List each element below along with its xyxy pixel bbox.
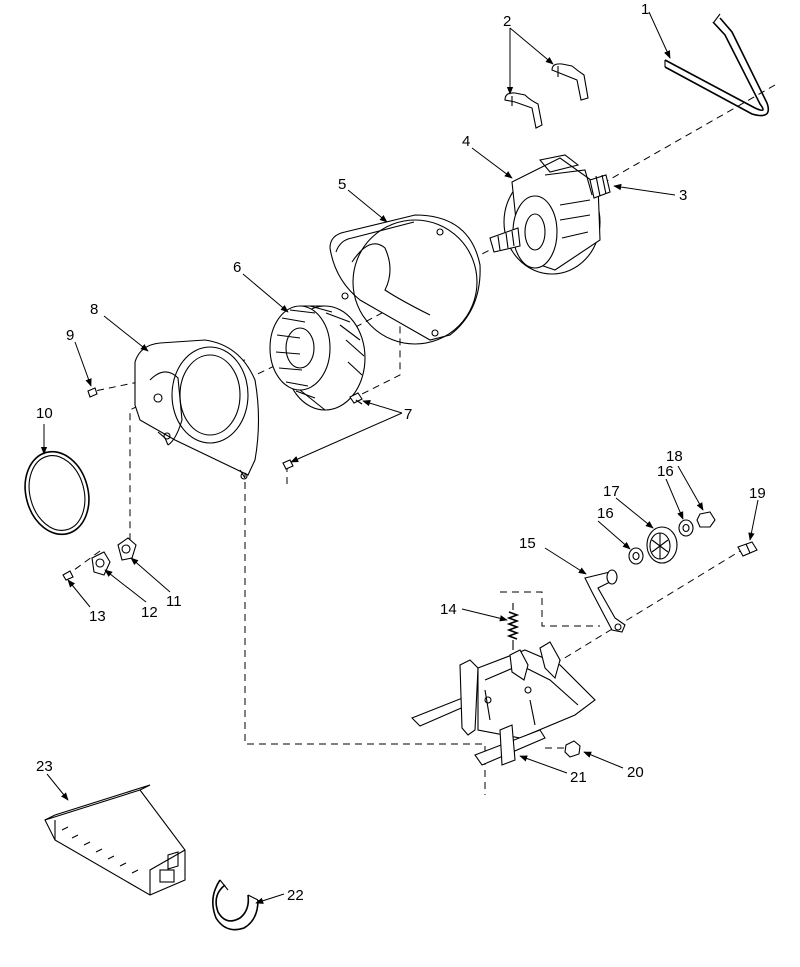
- blower-wheel: [269, 305, 366, 411]
- callout-19: 19: [749, 485, 766, 502]
- callout-11: 11: [166, 593, 182, 610]
- callout-5: 5: [338, 176, 346, 193]
- thermostat-parts: [91, 537, 137, 576]
- callout-6: 6: [233, 259, 241, 276]
- callout-14: 14: [440, 601, 457, 618]
- drive-motor: [489, 154, 611, 275]
- callout-18: 18: [666, 448, 683, 465]
- terminal-block: [44, 784, 186, 896]
- callout-3: 3: [679, 187, 687, 204]
- drive-belt: [664, 13, 770, 117]
- callout-15: 15: [519, 535, 536, 552]
- callout-22: 22: [287, 887, 304, 904]
- callout-13: 13: [89, 608, 106, 625]
- callout-16-left: 16: [597, 505, 614, 522]
- idler-arm: [584, 569, 626, 633]
- callout-2: 2: [503, 13, 511, 30]
- callout-10: 10: [36, 405, 53, 422]
- callout-20: 20: [627, 764, 644, 781]
- blower-housing: [329, 214, 481, 345]
- callout-21: 21: [570, 769, 587, 786]
- callout-4: 4: [462, 133, 470, 150]
- leader-lines: [40, 11, 759, 904]
- idler-spring: [506, 603, 520, 650]
- motor-clips: [504, 63, 589, 129]
- idler-hardware: [564, 511, 758, 758]
- callout-8: 8: [90, 301, 98, 318]
- hose-clamp: [212, 879, 259, 931]
- motor-mount: [411, 641, 596, 766]
- callout-16-right: 16: [657, 463, 674, 480]
- callout-7: 7: [404, 406, 412, 423]
- callout-23: 23: [36, 758, 53, 775]
- callout-numbers: 1 2 3 4 5 6 7 8 9 10 11 12 13 14 15 16 1…: [36, 1, 766, 904]
- callout-17: 17: [603, 483, 620, 500]
- callout-1: 1: [641, 1, 649, 18]
- blower-cover: [134, 339, 260, 480]
- callout-9: 9: [66, 327, 74, 344]
- callout-12: 12: [141, 604, 158, 621]
- screws: [62, 387, 363, 581]
- seal-ring: [24, 450, 90, 536]
